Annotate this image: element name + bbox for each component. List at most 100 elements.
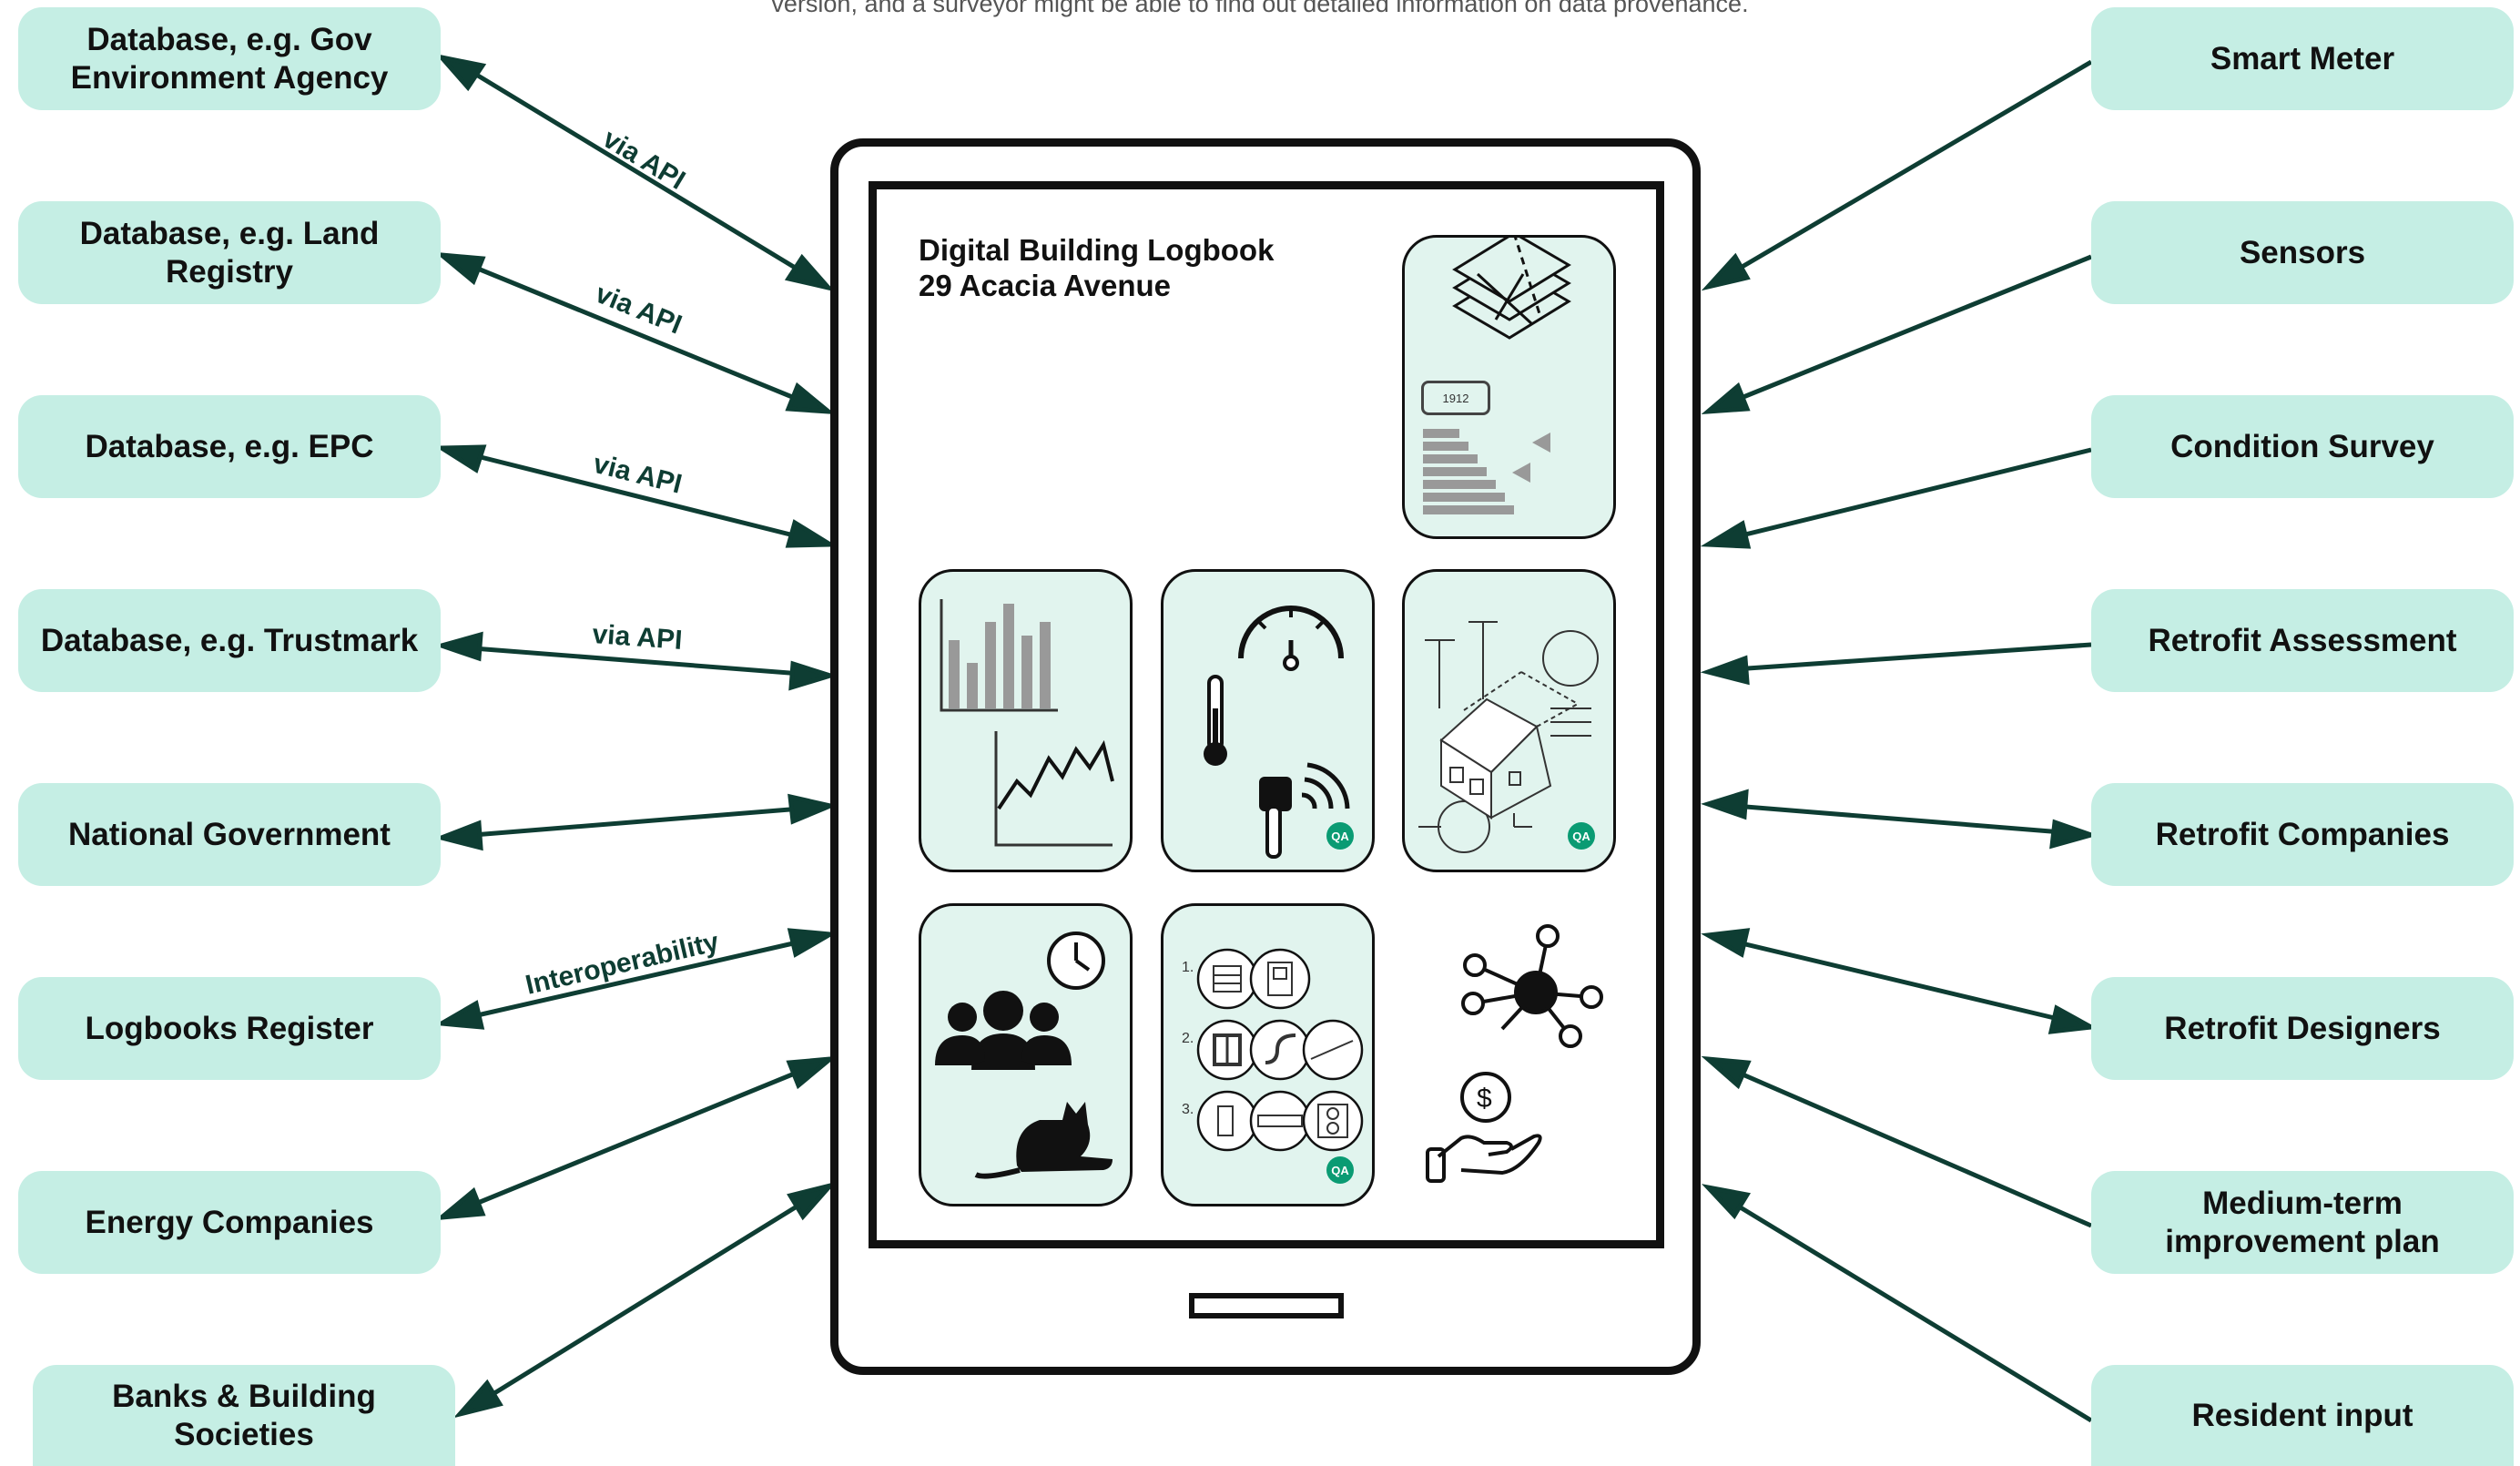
pill-label: Database, e.g. EPC — [85, 428, 374, 464]
arrowhead — [785, 519, 838, 548]
arrowhead — [452, 1379, 503, 1419]
cat-icon — [974, 1102, 1113, 1179]
arrow-left-1 — [472, 70, 803, 274]
arrow-left-8 — [485, 1201, 803, 1400]
arrowhead — [1701, 928, 1751, 958]
arrow-right-8 — [1732, 1201, 2093, 1423]
arrowhead — [1701, 1184, 1752, 1220]
pill-label: Retrofit Designers — [2164, 1010, 2441, 1046]
arrow-right-7 — [1733, 1068, 2092, 1228]
edge-label-left-4: via API — [592, 619, 684, 656]
svg-text:$: $ — [1477, 1084, 1492, 1114]
pill-label: Database, e.g. Gov Environment Agency — [70, 21, 389, 96]
source-land-registry: Database, e.g. Land Registry — [18, 201, 441, 304]
arrowhead — [2049, 819, 2099, 850]
arrowhead — [434, 251, 486, 286]
network-icon: $ — [1426, 924, 1603, 1183]
source-trustmark: Database, e.g. Trustmark — [18, 589, 441, 692]
arrow-left-4 — [472, 646, 802, 677]
pill-label: Condition Survey — [2170, 428, 2434, 464]
retrofit-steps-icon: 1. 2. 3. — [1182, 948, 1364, 1152]
source-resident-input: Resident input — [2091, 1365, 2514, 1466]
source-retrofit-designers: Retrofit Designers — [2091, 977, 2514, 1080]
source-condition-survey: Condition Survey — [2091, 395, 2514, 498]
pill-label: Database, e.g. Trustmark — [40, 622, 419, 658]
logbook-title: Digital Building Logbook — [919, 233, 1275, 267]
money-hand-icon: $ — [1426, 1072, 1542, 1183]
edge-label-left-2: via API — [591, 279, 686, 341]
source-medium-term-plan: Medium-term improvement plan — [2091, 1171, 2514, 1274]
source-epc: Database, e.g. EPC — [18, 395, 441, 498]
arrowhead — [1700, 520, 1752, 549]
source-retrofit-companies: Retrofit Companies — [2091, 783, 2514, 886]
arrow-right-1 — [1732, 59, 2093, 274]
arrowhead — [1701, 789, 1749, 820]
arrow-right-3 — [1733, 447, 2092, 540]
arrowhead — [788, 793, 838, 825]
pill-label: Database, e.g. Land Registry — [79, 215, 380, 290]
pill-label: Smart Meter — [2210, 40, 2395, 76]
thermometer-icon — [1204, 675, 1227, 766]
pill-label: Sensors — [2239, 234, 2366, 270]
edge-label-left-6: Interoperability — [523, 927, 722, 1001]
qa-badge: QA — [1326, 1156, 1354, 1184]
arrowhead — [433, 1000, 485, 1030]
edge-label-left-3: via API — [590, 449, 685, 500]
pill-label: National Government — [68, 816, 391, 852]
wireless-sensor-icon — [1259, 762, 1350, 859]
edge-label-left-1: via API — [597, 124, 690, 196]
arrowhead — [435, 54, 487, 92]
arrow-left-7 — [472, 1068, 802, 1207]
arrowhead — [433, 444, 487, 473]
arrowhead — [434, 1186, 486, 1221]
arrow-left-5 — [472, 806, 802, 838]
pill-label: Medium-term improvement plan — [2165, 1185, 2440, 1259]
house-diagram-icon — [1418, 621, 1599, 853]
clock-icon — [1047, 932, 1105, 990]
arrow-right-6 — [1733, 939, 2063, 1023]
arrowhead — [787, 1181, 838, 1221]
tile-charts — [919, 569, 1133, 872]
source-logbooks-register: Logbooks Register — [18, 977, 441, 1080]
pill-label: Retrofit Companies — [2155, 816, 2450, 852]
people-icon — [935, 932, 1113, 1179]
bar-chart-icon — [940, 599, 1114, 847]
year-badge: 1912 — [1421, 381, 1490, 415]
arrowhead — [433, 820, 483, 851]
arrow-left-3 — [472, 453, 802, 540]
source-retrofit-assessment: Retrofit Assessment — [2091, 589, 2514, 692]
source-energy-companies: Energy Companies — [18, 1171, 441, 1274]
source-national-government: National Government — [18, 783, 441, 886]
home-button — [1189, 1293, 1344, 1318]
tile-residents — [919, 903, 1133, 1206]
arrow-right-4 — [1733, 642, 2092, 672]
tile-house-diagram: QA — [1402, 569, 1616, 872]
source-sensors: Sensors — [2091, 201, 2514, 304]
qa-badge: QA — [1568, 822, 1595, 850]
arrowhead — [2048, 1004, 2099, 1034]
pill-label: Logbooks Register — [85, 1010, 374, 1046]
arrowhead — [433, 631, 483, 662]
step-label-1: 1. — [1182, 960, 1194, 975]
pill-label: Banks & Building Societies — [112, 1378, 376, 1452]
tile-sensors: QA — [1161, 569, 1375, 872]
step-label-2: 2. — [1182, 1031, 1194, 1046]
tile-retrofit-steps: 1. 2. 3. QA — [1161, 903, 1375, 1206]
layers-icon — [1423, 238, 1571, 514]
arrowhead — [1700, 655, 1750, 686]
logbook-header: Digital Building Logbook 29 Acacia Avenu… — [919, 232, 1392, 303]
arrowhead — [786, 1055, 838, 1090]
logbook-address: 29 Acacia Avenue — [919, 269, 1171, 302]
arrowhead — [788, 660, 838, 691]
source-gov-environment-agency: Database, e.g. Gov Environment Agency — [18, 7, 441, 110]
arrowhead — [1701, 1055, 1752, 1090]
arrowhead — [1701, 382, 1751, 415]
caption: version, and a surveyor might be able to… — [771, 0, 1749, 17]
arrow-left-2 — [472, 264, 802, 403]
source-banks-building-societies: Banks & Building Societies — [33, 1365, 455, 1466]
arrow-right-5 — [1733, 803, 2063, 835]
pill-label: Resident input — [2191, 1397, 2413, 1433]
pill-label: Retrofit Assessment — [2148, 622, 2457, 658]
arrow-right-2 — [1733, 254, 2092, 403]
